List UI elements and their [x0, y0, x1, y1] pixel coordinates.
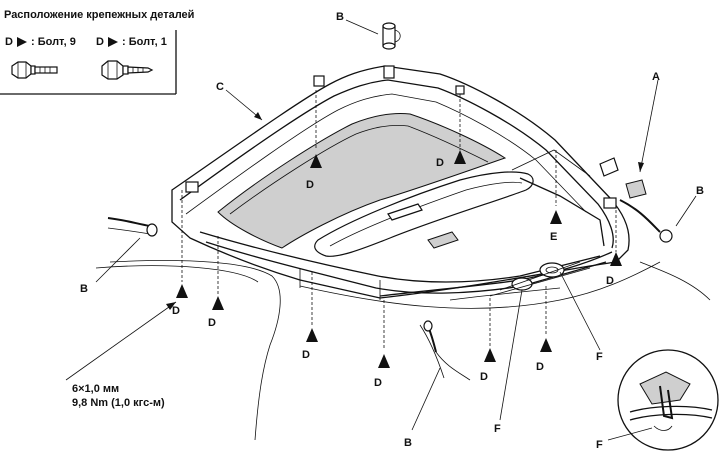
bracket-top: [383, 65, 395, 79]
label-d-top-left: D: [306, 179, 314, 191]
drain-hoses: [107, 22, 673, 381]
legend-item-2-text: : Болт, 1: [122, 36, 167, 48]
leader-f-3: [607, 427, 653, 441]
bolt-marker-e: [550, 210, 562, 224]
drain-hose-front-left: [107, 217, 151, 227]
bolt-marker-d-4: [454, 150, 466, 164]
bracket-left: [185, 181, 199, 193]
clip-detail-callout: [617, 349, 719, 451]
legend-title: Расположение крепежных деталей: [4, 9, 194, 21]
bolt-size-spec: 6×1,0 мм: [72, 383, 119, 395]
sunroof-frame: [171, 65, 630, 301]
label-d-center: D: [302, 349, 310, 361]
roof-body-outline: [95, 260, 711, 441]
label-a: A: [652, 71, 660, 83]
fastener-legend: Расположение крепежных деталей D : Болт,…: [0, 9, 194, 95]
sunroof-motor: [489, 261, 591, 297]
legend-item-2-code: D: [96, 36, 104, 48]
label-f-bottom: F: [494, 423, 501, 435]
leader-a: [639, 79, 659, 173]
bolt-marker-d-2: [212, 296, 224, 310]
label-b-bottom: B: [404, 437, 412, 449]
part-a-grommet: [599, 157, 647, 199]
bracket-top-right: [455, 85, 465, 95]
bolt-marker-d-9: [540, 338, 552, 352]
callout-labels: B C A B B D D E D D D D D D D F F F B: [80, 11, 704, 451]
leader-spec: [65, 301, 177, 381]
flange-bolt-icon: [11, 61, 58, 79]
label-d-lower-center: D: [374, 377, 382, 389]
label-d-lower-1: D: [480, 371, 488, 383]
leader-b-top: [345, 19, 379, 35]
bolt-marker-d-8: [484, 348, 496, 362]
callout-leaders: [65, 19, 697, 441]
bolt-markers: [176, 90, 622, 368]
bracket-top-left: [313, 75, 325, 87]
legend-item-2-marker-icon: [108, 37, 118, 47]
label-f-detail: F: [596, 439, 603, 451]
leader-b-bottom: [411, 367, 441, 431]
bolt-marker-d-5: [306, 328, 318, 342]
bolt-marker-d-3: [310, 154, 322, 168]
label-d-top-right: D: [436, 157, 444, 169]
bolt-marker-d-7: [610, 252, 622, 266]
label-c: C: [216, 81, 224, 93]
bolt-marker-d-1: [176, 284, 188, 298]
label-d-lower-2: D: [536, 361, 544, 373]
leader-f-1: [499, 289, 523, 421]
label-d-left-2: D: [208, 317, 216, 329]
legend-item-1-text: : Болт, 9: [31, 36, 76, 48]
label-f-right: F: [596, 351, 603, 363]
label-b-right: B: [696, 185, 704, 197]
label-e: E: [550, 231, 557, 243]
torque-spec: 6×1,0 мм 9,8 Nm (1,0 кгс-м): [72, 383, 165, 409]
bolt-marker-d-6: [378, 354, 390, 368]
drain-hose-front-right: [619, 199, 661, 233]
detail-circle: [617, 349, 719, 451]
leader-b-left: [95, 237, 141, 283]
tapping-bolt-icon: [101, 60, 154, 80]
leader-f-2: [559, 271, 601, 351]
label-b-top: B: [336, 11, 344, 23]
legend-item-1-code: D: [5, 36, 13, 48]
drain-hose-top-end: [382, 22, 401, 50]
bracket-right: [603, 197, 617, 209]
label-b-left: B: [80, 283, 88, 295]
legend-item-1-marker-icon: [17, 37, 27, 47]
torque-value-spec: 9,8 Nm (1,0 кгс-м): [72, 397, 165, 409]
label-d-right: D: [606, 275, 614, 287]
label-d-left-1: D: [172, 305, 180, 317]
leader-b-right: [675, 195, 697, 227]
